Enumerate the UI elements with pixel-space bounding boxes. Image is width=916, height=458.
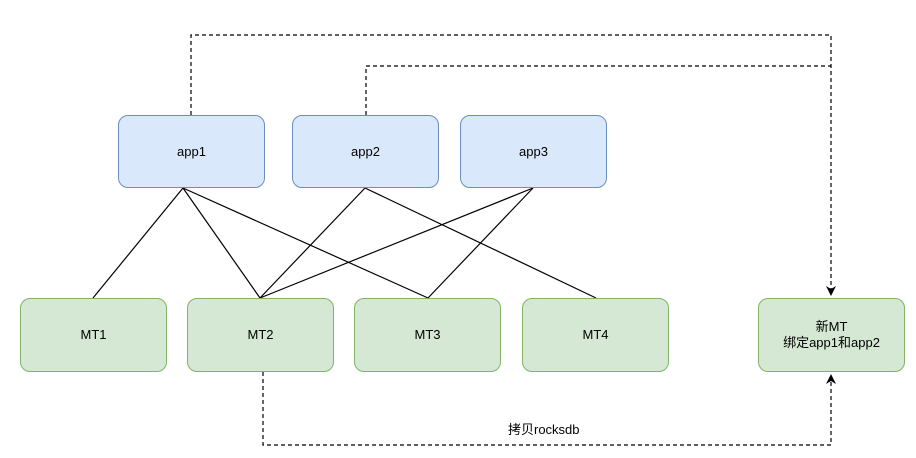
mt1-node: MT1 [20,298,167,372]
edge-app2-mt2 [259,187,366,299]
new-mt-node: 新MT 绑定app1和app2 [758,298,905,372]
mt2-node: MT2 [187,298,334,372]
edge-app2-newmt [365,65,831,115]
edge-app1-mt3 [182,187,429,299]
new-mt-binding: 绑定app1和app2 [783,335,880,350]
mt4-node: MT4 [522,298,669,372]
edge-app1-mt2 [182,187,261,299]
mt4-label: MT4 [582,327,609,342]
edge-app1-mt1 [92,187,184,299]
edge-mt2-newmt-copy [262,372,836,446]
edge-app3-mt3 [427,187,534,299]
app3-node: app3 [460,115,607,188]
new-mt-title: 新MT [815,319,848,334]
mt2-label: MT2 [247,327,274,342]
edge-app3-mt2 [259,187,534,299]
mt3-label: MT3 [414,327,441,342]
mt1-label: MT1 [80,327,107,342]
edge-app1-newmt [190,34,836,296]
app2-label: app2 [351,143,380,159]
app1-node: app1 [118,115,265,188]
app3-label: app3 [519,143,548,159]
mt3-node: MT3 [354,298,501,372]
copy-rocksdb-label: 拷贝rocksdb [508,422,580,438]
app2-node: app2 [292,115,439,188]
app1-label: app1 [177,143,206,159]
